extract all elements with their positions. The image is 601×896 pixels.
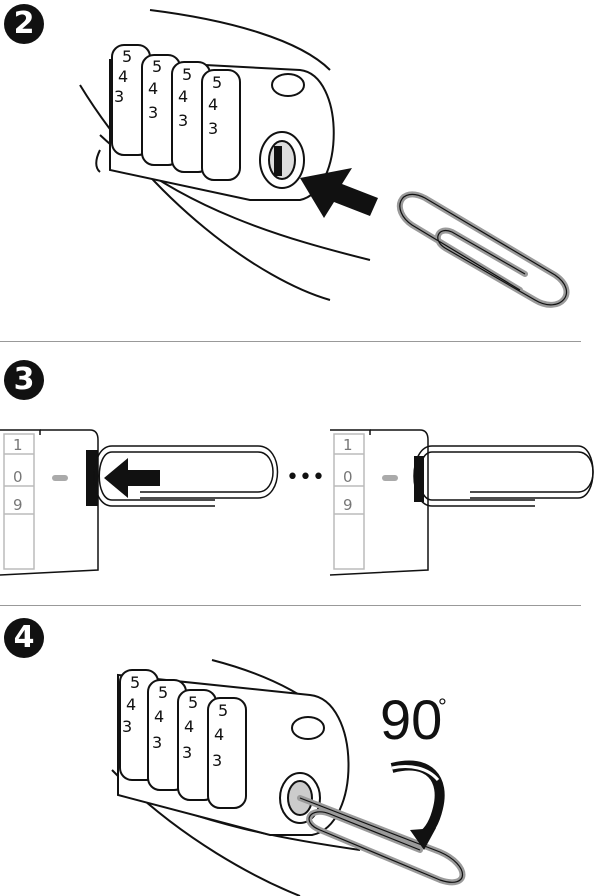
- dial-1-digit-b: 4: [118, 67, 128, 86]
- step-2-number: 2: [13, 6, 35, 41]
- step-4-number: 4: [13, 620, 35, 655]
- reset-slot: [86, 450, 98, 506]
- rotation-unit: °: [438, 694, 447, 719]
- side-digit-0: 0: [13, 468, 23, 486]
- dial4-3-digit-b: 4: [184, 717, 194, 736]
- side-view-left: [0, 429, 99, 576]
- step-4-badge: 4: [4, 618, 44, 658]
- dial4-3-digit-a: 5: [188, 693, 198, 712]
- side-digit-9-right: 9: [343, 496, 353, 514]
- paperclip-outline: [399, 193, 568, 306]
- rotation-angle: 90: [380, 692, 442, 748]
- dial4-1-digit-a: 5: [130, 673, 140, 692]
- rotate-arrow-icon: [390, 760, 445, 850]
- side-digit-1: 1: [13, 436, 23, 454]
- dial4-3-digit-c: 3: [182, 743, 192, 762]
- dial4-4-digit-a: 5: [218, 701, 228, 720]
- dial-wheels: [111, 44, 241, 181]
- dial4-4-digit-b: 4: [214, 725, 224, 744]
- dial-3-digit-b: 4: [178, 87, 188, 106]
- dial-4-digit-c: 3: [208, 119, 218, 138]
- indicator-mark: [52, 475, 68, 481]
- side-digits-left: 1 0 9: [13, 436, 23, 514]
- dial-2-digit-b: 4: [148, 79, 158, 98]
- paperclip-inserted-outline: [299, 797, 464, 883]
- dial4-1-digit-c: 3: [122, 717, 132, 736]
- dial-3-digit-c: 3: [178, 111, 188, 130]
- step-3-illustration: 1 0 9 ••• 1 0 9: [0, 429, 594, 576]
- paperclip-right-icon: [413, 445, 594, 507]
- push-arrow-icon: [104, 458, 160, 498]
- insert-arrow-icon: [300, 168, 378, 218]
- dial4-1-digit-b: 4: [126, 695, 136, 714]
- step-2-illustration: 5 4 3 5 4 3 5 4 3 5 4 3: [79, 9, 570, 308]
- divider-1: [0, 341, 581, 342]
- dial4-2-digit-b: 4: [154, 707, 164, 726]
- dial-digits: 5 4 3 5 4 3 5 4 3 5 4 3: [114, 47, 222, 138]
- side-digit-1-right: 1: [343, 436, 353, 454]
- indicator-mark-right: [382, 475, 398, 481]
- paperclip-left-icon: [93, 445, 279, 507]
- side-view-right: [329, 429, 429, 576]
- dial-4-digit-b: 4: [208, 95, 218, 114]
- dial4-2-digit-c: 3: [152, 733, 162, 752]
- dial-digits-step4: 5 4 3 5 4 3 5 4 3 5 4 3: [122, 673, 228, 770]
- step-4-illustration: 5 4 3 5 4 3 5 4 3 5 4 3: [111, 659, 466, 896]
- dial-1-digit-a: 5: [122, 47, 132, 66]
- divider-2: [0, 605, 581, 606]
- dial-2-digit-c: 3: [148, 103, 158, 122]
- step-2-badge: 2: [4, 4, 44, 44]
- rotation-value: 90: [380, 688, 443, 751]
- step-3-badge: 3: [4, 360, 44, 400]
- dial-4-digit-a: 5: [212, 73, 222, 92]
- step-3-number: 3: [13, 362, 35, 397]
- reset-hole: [259, 131, 305, 189]
- dial-wheels-step4: [119, 669, 247, 809]
- dial-3-digit-a: 5: [182, 65, 192, 84]
- dial4-4-digit-c: 3: [212, 751, 222, 770]
- side-digit-9: 9: [13, 496, 23, 514]
- sequence-ellipsis: •••: [286, 465, 325, 490]
- dial-1-digit-c: 3: [114, 87, 124, 106]
- side-digits-right: 1 0 9: [343, 436, 353, 514]
- side-digit-0-right: 0: [343, 468, 353, 486]
- dial-2-digit-a: 5: [152, 57, 162, 76]
- dial4-2-digit-a: 5: [158, 683, 168, 702]
